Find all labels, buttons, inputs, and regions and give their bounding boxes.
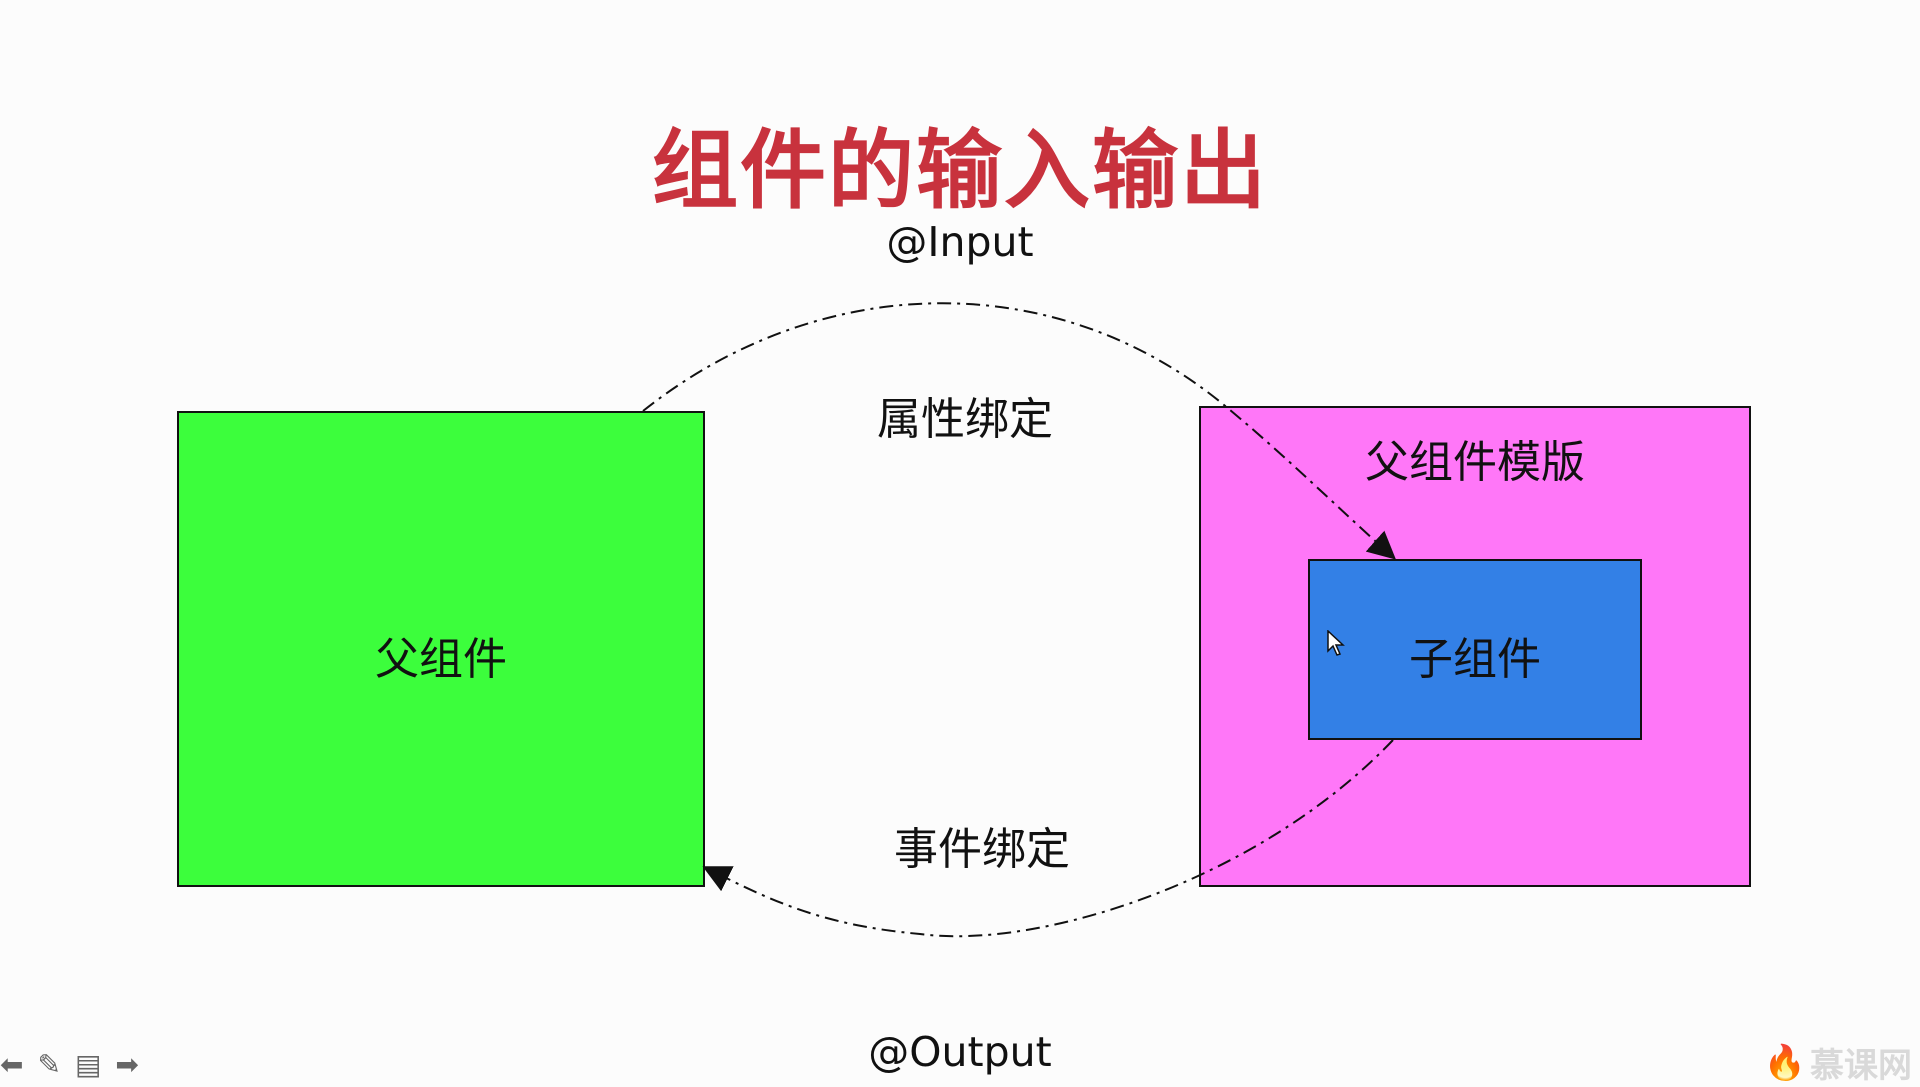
- input-decorator-label: @Input: [886, 218, 1034, 266]
- watermark-logo: 🔥 慕课网: [1764, 1038, 1912, 1087]
- mouse-cursor-icon: [1327, 630, 1345, 656]
- parent-component-label: 父组件: [375, 634, 507, 685]
- parent-template-label: 父组件模版: [1365, 437, 1585, 488]
- notes-icon[interactable]: ▤: [74, 1048, 102, 1081]
- pencil-icon[interactable]: ✎: [37, 1048, 61, 1081]
- parent-component-box: 父组件: [177, 411, 705, 887]
- presentation-toolbar: ⬅ ✎ ▤ ➡: [0, 1050, 170, 1080]
- property-binding-arrow: [642, 302, 1396, 560]
- property-binding-label: 属性绑定: [877, 394, 1053, 445]
- event-binding-arrow: [702, 739, 1394, 938]
- arrow-left-icon[interactable]: ⬅: [0, 1048, 24, 1081]
- watermark-text: 慕课网: [1810, 1046, 1912, 1086]
- child-component-label: 子组件: [1409, 634, 1541, 685]
- output-decorator-label: @Output: [868, 1028, 1052, 1076]
- event-binding-label: 事件绑定: [894, 824, 1070, 875]
- arrow-right-icon[interactable]: ➡: [115, 1048, 139, 1081]
- child-component-box: 子组件: [1308, 559, 1642, 740]
- flame-icon: 🔥: [1763, 1042, 1806, 1083]
- slide-title: 组件的输入输出: [652, 121, 1268, 221]
